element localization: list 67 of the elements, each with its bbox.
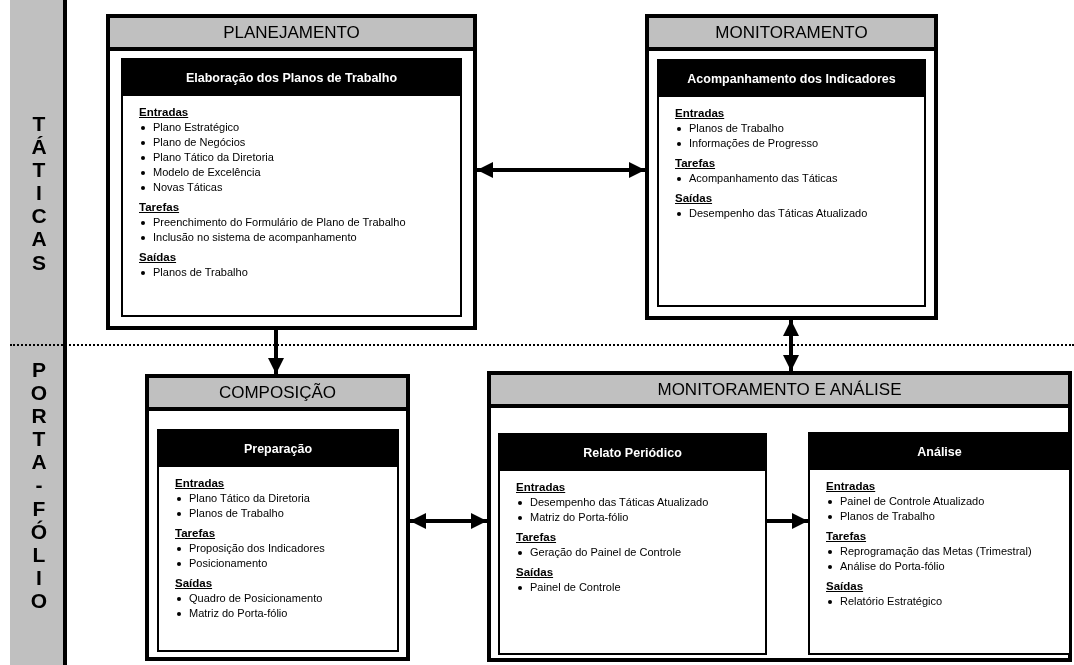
lane-label: TÁTICAS (30, 112, 48, 274)
list-item: Plano Tático da Diretoria (139, 150, 450, 165)
stage-box (106, 14, 477, 330)
section-heading: Tarefas (139, 200, 180, 215)
list-item: Informações de Progresso (675, 136, 914, 151)
arrow (767, 513, 808, 529)
list-item: Plano Estratégico (139, 120, 450, 135)
list-item: Modelo de Excelência (139, 165, 450, 180)
section-heading: Entradas (516, 480, 566, 495)
list-item: Preenchimento do Formulário de Plano de Trabalho (139, 215, 450, 230)
stage-heading: COMPOSIÇÃO (149, 378, 406, 411)
section-heading: Entradas (826, 479, 876, 494)
list-item: Quadro de Posicionamento (175, 591, 387, 606)
arrow (268, 330, 284, 374)
stage-box (487, 371, 1072, 662)
list-item: Geração do Painel de Controle (516, 545, 755, 560)
list-item: Matriz do Porta-fólio (516, 510, 755, 525)
arrow (783, 320, 799, 371)
list-item: Painel de Controle Atualizado (826, 494, 1059, 509)
list-item: Acompanhamento das Táticas (675, 171, 914, 186)
activity-title: Preparação (159, 431, 397, 467)
activity-title: Elaboração dos Planos de Trabalho (123, 60, 460, 96)
activity-title: Acompanhamento dos Indicadores (659, 61, 924, 97)
section-heading: Saídas (516, 565, 554, 580)
section-heading: Tarefas (175, 526, 216, 541)
list-item: Planos de Trabalho (175, 506, 387, 521)
list-item: Proposição dos Indicadores (175, 541, 387, 556)
lane-label: PORTA-FÓLIO (29, 358, 49, 613)
section-heading: Saídas (175, 576, 213, 591)
section-heading: Tarefas (516, 530, 557, 545)
activity-box (498, 433, 767, 655)
section-heading: Saídas (826, 579, 864, 594)
stage-heading: MONITORAMENTO (649, 18, 934, 51)
activity-box (157, 429, 399, 652)
list-item: Inclusão no sistema de acompanhamento (139, 230, 450, 245)
list-item: Matriz do Porta-fólio (175, 606, 387, 621)
list-item: Desempenho das Táticas Atualizado (516, 495, 755, 510)
list-item: Planos de Trabalho (675, 121, 914, 136)
section-heading: Entradas (139, 105, 189, 120)
stage-heading: MONITORAMENTO E ANÁLISE (491, 375, 1068, 408)
stage-box (645, 14, 938, 320)
list-item: Posicionamento (175, 556, 387, 571)
list-item: Planos de Trabalho (826, 509, 1059, 524)
section-heading: Saídas (675, 191, 713, 206)
list-item: Plano de Negócios (139, 135, 450, 150)
arrow (410, 513, 487, 529)
list-item: Análise do Porta-fólio (826, 559, 1059, 574)
arrow (477, 162, 645, 178)
activity-title: Relato Periódico (500, 435, 765, 471)
list-item: Painel de Controle (516, 580, 755, 595)
list-item: Reprogramação das Metas (Trimestral) (826, 544, 1059, 559)
section-heading: Tarefas (826, 529, 867, 544)
activity-title: Análise (810, 434, 1069, 470)
stage-box (145, 374, 410, 661)
section-heading: Entradas (175, 476, 225, 491)
activity-box (808, 432, 1071, 655)
section-heading: Entradas (675, 106, 725, 121)
section-heading: Saídas (139, 250, 177, 265)
stage-heading: PLANEJAMENTO (110, 18, 473, 51)
activity-box (657, 59, 926, 307)
activity-box (121, 58, 462, 317)
list-item: Planos de Trabalho (139, 265, 450, 280)
list-item: Novas Táticas (139, 180, 450, 195)
list-item: Desempenho das Táticas Atualizado (675, 206, 914, 221)
list-item: Plano Tático da Diretoria (175, 491, 387, 506)
list-item: Relatório Estratégico (826, 594, 1059, 609)
section-heading: Tarefas (675, 156, 716, 171)
